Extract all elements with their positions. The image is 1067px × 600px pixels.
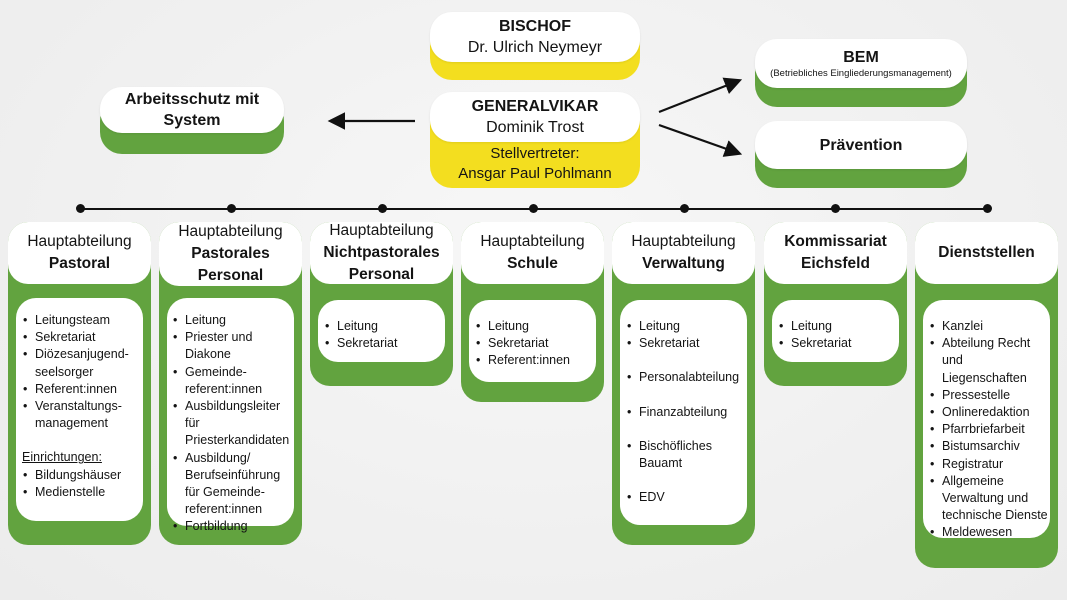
- subheading-einrichtungen: Einrichtungen:: [22, 450, 102, 465]
- generalvikar-name: Dominik Trost: [486, 119, 584, 136]
- department-verwaltung: Hauptabteilung Verwaltung Leitung Sekret…: [612, 222, 755, 545]
- praevention-title: Prävention: [819, 136, 903, 154]
- department-dienststellen: Dienststellen Kanzlei Abteilung Recht un…: [915, 222, 1058, 568]
- list-item: EDV: [626, 489, 743, 506]
- list-item: Finanzabteilung: [626, 404, 743, 421]
- arrow-to-praevention: [658, 123, 743, 157]
- department-prefix: Hauptabteilung: [480, 233, 585, 250]
- list-item: Ausbildungsleiter für Priesterkandidaten: [172, 398, 294, 450]
- connector-dot: [76, 204, 85, 213]
- bem-subtitle: (Betriebliches Eingliederungsmanagement): [770, 68, 952, 79]
- list-item: Bildungshäuser: [22, 467, 139, 484]
- deputy-name: Ansgar Paul Pohlmann: [458, 165, 612, 182]
- bischof-name: Dr. Ulrich Neymeyr: [467, 39, 603, 56]
- list-item: Leitung: [475, 318, 592, 335]
- generalvikar-box: GENERALVIKAR Dominik Trost Stellvertrete…: [430, 92, 640, 188]
- connector-dot: [378, 204, 387, 213]
- list-item: Leitung: [778, 318, 895, 335]
- department-name: Nichtpastorales Personal: [323, 244, 440, 283]
- list-item: Kanzlei: [929, 318, 1050, 335]
- list-item: Leitung: [626, 318, 743, 335]
- arbeitsschutz-box: Arbeitsschutz mit System: [100, 87, 284, 154]
- list-item: Pressestelle: [929, 387, 1050, 404]
- connector-dot: [529, 204, 538, 213]
- praevention-box: Prävention: [755, 121, 967, 188]
- bischof-title: BISCHOF: [499, 18, 571, 35]
- connector-dot: [983, 204, 992, 213]
- department-prefix: Hauptabteilung: [329, 222, 434, 239]
- list-item: Gemeinde-referent:innen: [172, 364, 294, 398]
- list-item: Onlineredaktion: [929, 404, 1050, 421]
- list-item: Medienstelle: [22, 484, 139, 501]
- department-prefix: Hauptabteilung: [631, 233, 736, 250]
- generalvikar-title: GENERALVIKAR: [471, 98, 599, 115]
- department-prefix: Hauptabteilung: [27, 233, 132, 250]
- list-item: Diözesanjugend-seelsorger: [22, 346, 139, 380]
- list-item: Meldewesen: [929, 524, 1050, 541]
- department-prefix: Hauptabteilung: [178, 223, 283, 240]
- list-item: Sekretariat: [778, 335, 895, 352]
- department-name: Schule: [507, 255, 558, 272]
- list-item: Sekretariat: [475, 335, 592, 352]
- list-item: Registratur: [929, 456, 1050, 473]
- bem-box: BEM (Betriebliches Eingliederungsmanagem…: [755, 39, 967, 107]
- list-item: Veranstaltungs-management: [22, 398, 139, 432]
- list-item: Fortbildung: [172, 518, 294, 535]
- list-item: Priester und Diakone: [172, 329, 294, 363]
- department-name: Dienststellen: [938, 244, 1035, 261]
- department-nichtpastorales-personal: Hauptabteilung Nichtpastorales Personal …: [310, 222, 453, 386]
- department-name: Kommissariat Eichsfeld: [784, 233, 887, 272]
- department-name: Pastoral: [48, 255, 111, 272]
- arbeitsschutz-title: Arbeitsschutz mit System: [124, 91, 260, 129]
- list-item: Referent:innen: [22, 381, 139, 398]
- department-name: Verwaltung: [642, 255, 725, 272]
- list-item: Sekretariat: [626, 335, 743, 352]
- connector-dot: [831, 204, 840, 213]
- list-item: Bistumsarchiv: [929, 438, 1050, 455]
- bischof-box: BISCHOF Dr. Ulrich Neymeyr: [430, 12, 640, 80]
- deputy-label: Stellvertreter:: [490, 145, 580, 162]
- department-pastoral: Hauptabteilung Pastoral Leitungsteam Sek…: [8, 222, 151, 545]
- list-item: Sekretariat: [324, 335, 441, 352]
- department-name: Pastorales Personal: [191, 245, 270, 284]
- list-item: Sekretariat: [22, 329, 139, 346]
- connector-arrows: [327, 77, 743, 157]
- connector-dot: [227, 204, 236, 213]
- department-kommissariat-eichsfeld: Kommissariat Eichsfeld Leitung Sekretari…: [764, 222, 907, 386]
- arrow-to-bem: [658, 77, 743, 114]
- list-item: Leitung: [324, 318, 441, 335]
- list-item: Leitung: [172, 312, 294, 329]
- list-item: Personalabteilung: [626, 369, 743, 386]
- bem-title: BEM: [843, 49, 879, 66]
- list-item: Referent:innen: [475, 352, 592, 369]
- connector-dot: [680, 204, 689, 213]
- department-schule: Hauptabteilung Schule Leitung Sekretaria…: [461, 222, 604, 402]
- list-item: Pfarrbriefarbeit: [929, 421, 1050, 438]
- department-pastorales-personal: Hauptabteilung Pastorales Personal Leitu…: [159, 222, 302, 545]
- list-item: Leitungsteam: [22, 312, 139, 329]
- list-item: Ausbildung/Berufseinführung für Gemeinde…: [172, 450, 294, 519]
